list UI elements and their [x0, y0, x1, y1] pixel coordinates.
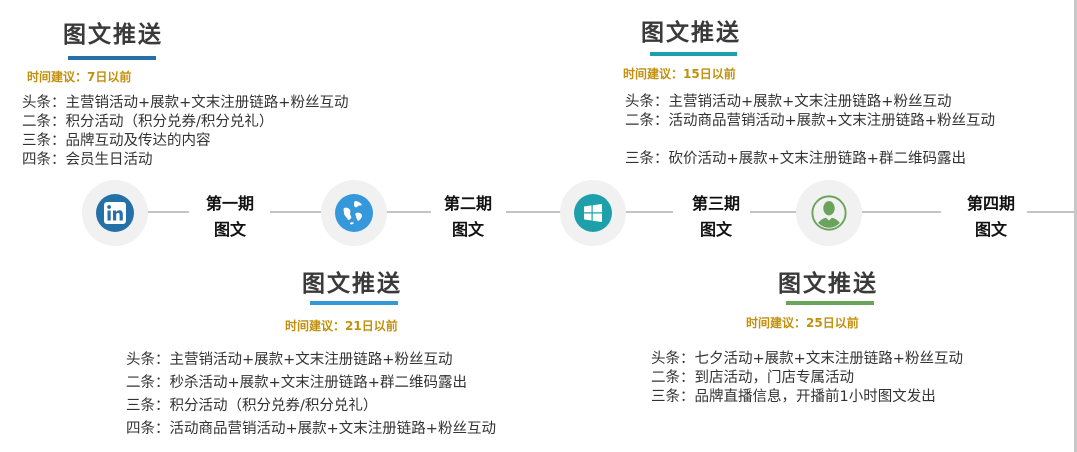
timeline-connector	[750, 211, 802, 213]
right-edge-divider	[1074, 0, 1077, 452]
timeline-connector	[1027, 211, 1075, 213]
list-item: 三条：品牌直播信息，开播前1小时图文发出	[651, 389, 936, 405]
card-2-list: 头条：主营销活动+展款+文末注册链路+粉丝互动 二条：活动商品营销活动+展款+文…	[625, 93, 1035, 169]
list-item: 三条：砍价活动+展款+文末注册链路+群二维码露出	[625, 151, 966, 167]
stage-sublabel: 图文	[699, 220, 732, 239]
card-2-underline	[650, 52, 737, 56]
card-3-list: 头条：主营销活动+展款+文末注册链路+粉丝互动 二条：秒杀活动+展款+文末注册链…	[126, 349, 496, 441]
card-1-title: 图文推送	[63, 22, 163, 48]
stage-sublabel: 图文	[213, 220, 246, 239]
card-3-underline	[310, 301, 398, 305]
list-item: 三条：品牌互动及传达的内容	[22, 133, 211, 149]
linkedin-icon	[96, 194, 134, 232]
card-1-time: 时间建议：7日以前	[27, 70, 132, 84]
card-3-time: 时间建议：21日以前	[285, 319, 398, 333]
list-item: 三条：积分活动（积分兑券/积分兑礼）	[126, 398, 378, 414]
list-item: 头条：七夕活动+展款+文末注册链路+粉丝互动	[651, 351, 963, 367]
card-4-list: 头条：七夕活动+展款+文末注册链路+粉丝互动 二条：到店活动，门店专属活动 三条…	[651, 350, 963, 407]
windows-icon	[574, 194, 612, 232]
list-item: 四条：会员生日活动	[22, 152, 153, 168]
card-4-underline	[786, 301, 874, 305]
timeline-connector	[385, 211, 431, 213]
stage-label: 第四期	[966, 194, 1015, 213]
list-item: 二条：秒杀活动+展款+文末注册链路+群二维码露出	[126, 375, 467, 391]
user-icon	[810, 194, 848, 232]
card-4-title: 图文推送	[778, 271, 878, 297]
timeline-connector	[506, 211, 562, 213]
timeline-node-3	[560, 180, 626, 246]
timeline-node-2	[321, 180, 387, 246]
card-2-time: 时间建议：15日以前	[623, 67, 736, 81]
stage-sublabel: 图文	[451, 220, 484, 239]
timeline-node-4	[796, 180, 862, 246]
card-1-list: 头条：主营销活动+展款+文末注册链路+粉丝互动 二条：积分活动（积分兑券/积分兑…	[22, 94, 348, 170]
timeline-stage-1: 第一期 图文	[190, 191, 270, 243]
timeline-connector	[270, 211, 324, 213]
globe-icon	[335, 194, 373, 232]
stage-label: 第三期	[691, 194, 740, 213]
card-3-title: 图文推送	[302, 271, 402, 297]
card-1-underline	[68, 56, 156, 60]
timeline-stage-4: 第四期 图文	[951, 191, 1031, 243]
list-item: 四条：活动商品营销活动+展款+文末注册链路+粉丝互动	[126, 421, 496, 437]
timeline-stage-2: 第二期 图文	[428, 191, 508, 243]
timeline-node-1	[82, 180, 148, 246]
list-item: 二条：到店活动，门店专属活动	[651, 370, 854, 386]
list-item: 二条：积分活动（积分兑券/积分兑礼）	[22, 114, 274, 130]
card-2-title: 图文推送	[641, 20, 741, 46]
stage-label: 第二期	[443, 194, 492, 213]
list-item: 头条：主营销活动+展款+文末注册链路+粉丝互动	[126, 352, 453, 368]
stage-sublabel: 图文	[974, 220, 1007, 239]
card-4-time: 时间建议：25日以前	[746, 316, 859, 330]
timeline-connector	[147, 211, 189, 213]
list-item: 头条：主营销活动+展款+文末注册链路+粉丝互动	[625, 94, 952, 110]
list-item: 二条：活动商品营销活动+展款+文末注册链路+粉丝互动	[625, 113, 995, 129]
list-item: 头条：主营销活动+展款+文末注册链路+粉丝互动	[22, 95, 349, 111]
timeline-connector	[853, 211, 941, 213]
stage-label: 第一期	[205, 194, 254, 213]
timeline-stage-3: 第三期 图文	[676, 191, 756, 243]
timeline-connector	[623, 211, 673, 213]
